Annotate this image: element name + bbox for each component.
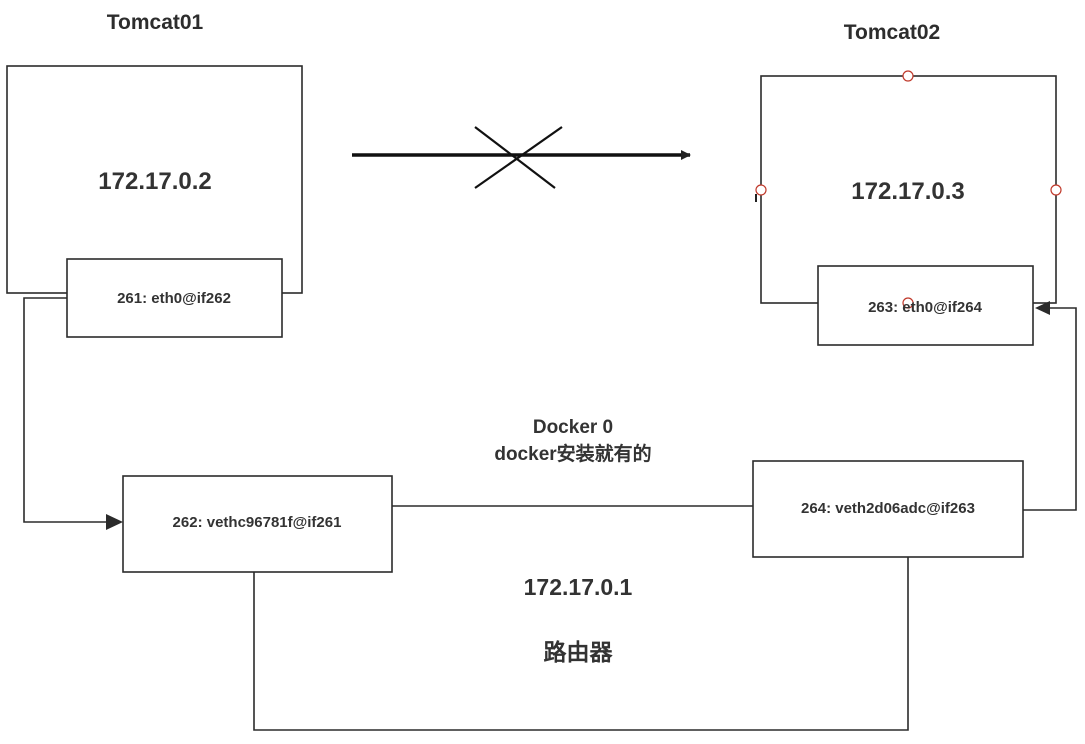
veth-left-box: [122, 475, 393, 573]
router-ip: 172.17.0.1: [523, 574, 633, 600]
tomcat01-ip: 172.17.0.2: [98, 168, 212, 195]
veth-left-label: 262: vethc96781f@if261: [172, 514, 342, 531]
blocked-cross-line-2: [474, 126, 563, 189]
tomcat01-eth0-box: [66, 258, 283, 338]
veth-right-label: 264: veth2d06adc@if263: [801, 500, 975, 517]
resize-handle-right[interactable]: [1050, 184, 1062, 196]
resize-handle-top[interactable]: [902, 70, 914, 82]
router-outline: [253, 557, 909, 731]
bridge-name: Docker 0: [532, 417, 614, 438]
resize-handle-bottom[interactable]: [902, 297, 914, 309]
bridge-note: docker安装就有的: [494, 444, 652, 465]
connector-arrowhead-left: [106, 514, 123, 530]
tomcat02-ip: 172.17.0.3: [851, 178, 965, 205]
tomcat02-eth0-box: [817, 265, 1034, 346]
tomcat02-title: Tomcat02: [843, 21, 941, 44]
tomcat01-interface-label: 261: eth0@if262: [117, 290, 231, 307]
resize-handle-left[interactable]: [755, 184, 767, 196]
connector-arrowhead-right: [1035, 301, 1050, 315]
router-role: 路由器: [543, 639, 613, 665]
veth-right-box: [752, 460, 1024, 558]
tomcat02-interface-label: 263: eth0@if264: [868, 299, 982, 316]
connector-tomcat01-to-veth: [23, 297, 113, 523]
blocked-cross-line-1: [474, 126, 556, 189]
connector-veth-to-tomcat02: [1023, 307, 1077, 511]
tomcat01-title: Tomcat01: [106, 11, 204, 34]
